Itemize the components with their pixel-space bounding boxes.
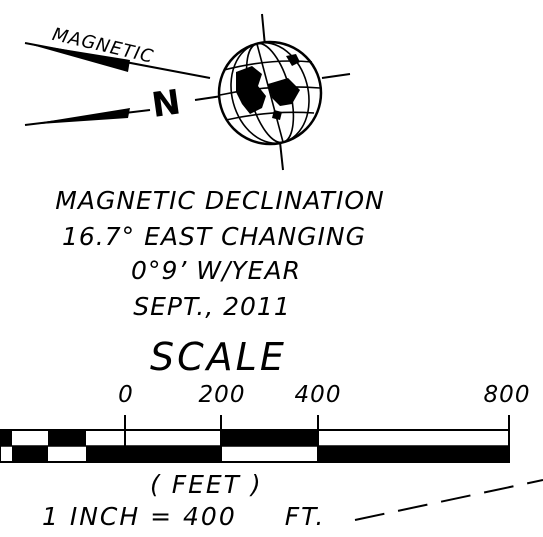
globe-icon — [217, 13, 351, 171]
scale-ratio-unit: FT. — [284, 502, 326, 531]
scale-tick-400: 400 — [294, 382, 342, 408]
scale-title: SCALE — [150, 335, 287, 379]
true-north-arrow-icon — [24, 95, 223, 126]
declination-line-3: 0°9’ W/YEAR — [131, 256, 301, 285]
scale-ratio: 1 INCH = 400 FT. — [42, 502, 325, 531]
declination-line-2: 16.7° EAST CHANGING — [62, 222, 366, 251]
declination-line-4: SEPT., 2011 — [133, 292, 291, 321]
scale-tick-0: 0 — [118, 382, 134, 408]
declination-line-1: MAGNETIC DECLINATION — [55, 186, 385, 215]
scale-tick-800: 800 — [483, 382, 531, 408]
scale-tick-200: 200 — [198, 382, 246, 408]
scale-ratio-prefix: 1 INCH = 400 — [42, 502, 237, 531]
magnetic-arrow-icon — [24, 42, 211, 79]
scale-unit-label: ( FEET ) — [150, 470, 263, 499]
